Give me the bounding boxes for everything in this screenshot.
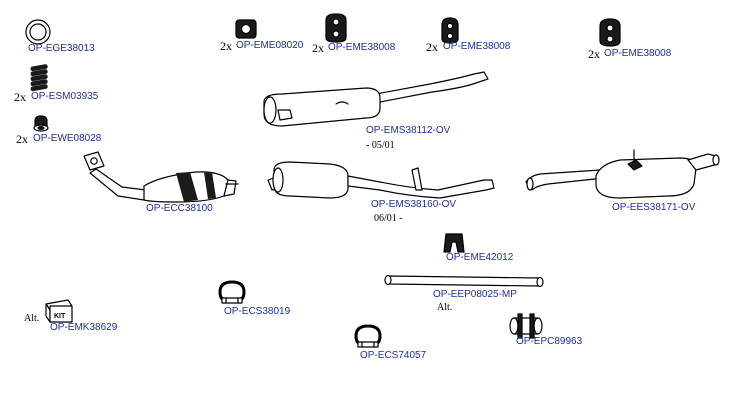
part-qty-ewe08028: 2x (16, 132, 28, 146)
part-code-eme42012[interactable]: OP-EME42012 (446, 252, 514, 263)
part-code-ege38013[interactable]: OP-EGE38013 (28, 43, 95, 54)
part-code-eme38008-c[interactable]: OP-EME38008 (604, 48, 672, 59)
rubber-mount-icon[interactable] (235, 19, 257, 39)
rubber-hanger-icon[interactable] (441, 17, 459, 44)
catalytic-converter-icon[interactable] (83, 151, 239, 203)
spring-icon[interactable] (30, 64, 48, 92)
part-note-eep08025: Alt. (437, 302, 453, 313)
part-code-eme38008-b[interactable]: OP-EME38008 (443, 41, 511, 52)
part-code-epc89963[interactable]: OP-EPC89963 (516, 336, 583, 347)
part-code-emk38629[interactable]: OP-EMK38629 (50, 322, 118, 333)
rubber-hanger-icon[interactable] (599, 18, 621, 47)
part-note-ems38160: 06/01 - (374, 213, 403, 224)
rubber-strap-icon[interactable] (443, 233, 465, 253)
part-qty-eme38008-b: 2x (426, 40, 438, 54)
middle-silencer-icon[interactable] (263, 71, 489, 127)
part-code-ees38171[interactable]: OP-EES38171-OV (612, 202, 696, 213)
part-qty-esm03935: 2x (14, 90, 26, 104)
part-code-ems38112[interactable]: OP-EMS38112-OV (366, 125, 451, 136)
pipe-icon[interactable] (384, 274, 544, 288)
part-code-esm03935[interactable]: OP-ESM03935 (31, 91, 99, 102)
part-code-ecc38100[interactable]: OP-ECC38100 (146, 203, 213, 214)
part-qty-eme38008-a: 2x (312, 41, 324, 55)
kit-label: KIT (54, 313, 66, 320)
part-code-eep08025[interactable]: OP-EEP08025-MP (433, 289, 517, 300)
gasket-ring-icon[interactable] (25, 19, 51, 45)
rear-silencer-icon[interactable] (525, 149, 720, 199)
part-note-ems38112: - 05/01 (366, 140, 395, 151)
clamp-icon[interactable] (354, 324, 382, 348)
kit-box-icon[interactable]: KIT (45, 299, 73, 323)
part-code-eme38008-a[interactable]: OP-EME38008 (328, 42, 396, 53)
part-code-ems38160[interactable]: OP-EMS38160-OV (371, 199, 457, 210)
part-code-eme08020[interactable]: OP-EME08020 (236, 40, 304, 51)
part-code-ewe08028[interactable]: OP-EWE08028 (33, 133, 102, 144)
rubber-bush-icon[interactable] (33, 115, 49, 132)
part-qty-eme08020: 2x (220, 39, 232, 53)
part-code-ecs38019[interactable]: OP-ECS38019 (224, 306, 291, 317)
part-code-ecs74057[interactable]: OP-ECS74057 (360, 350, 427, 361)
part-note-emk38629: Alt. (24, 313, 40, 324)
pipe-connector-icon[interactable] (509, 313, 543, 339)
part-qty-eme38008-c: 2x (588, 47, 600, 61)
rubber-hanger-icon[interactable] (325, 13, 347, 43)
middle-silencer-icon[interactable] (267, 161, 495, 199)
clamp-icon[interactable] (218, 280, 246, 304)
